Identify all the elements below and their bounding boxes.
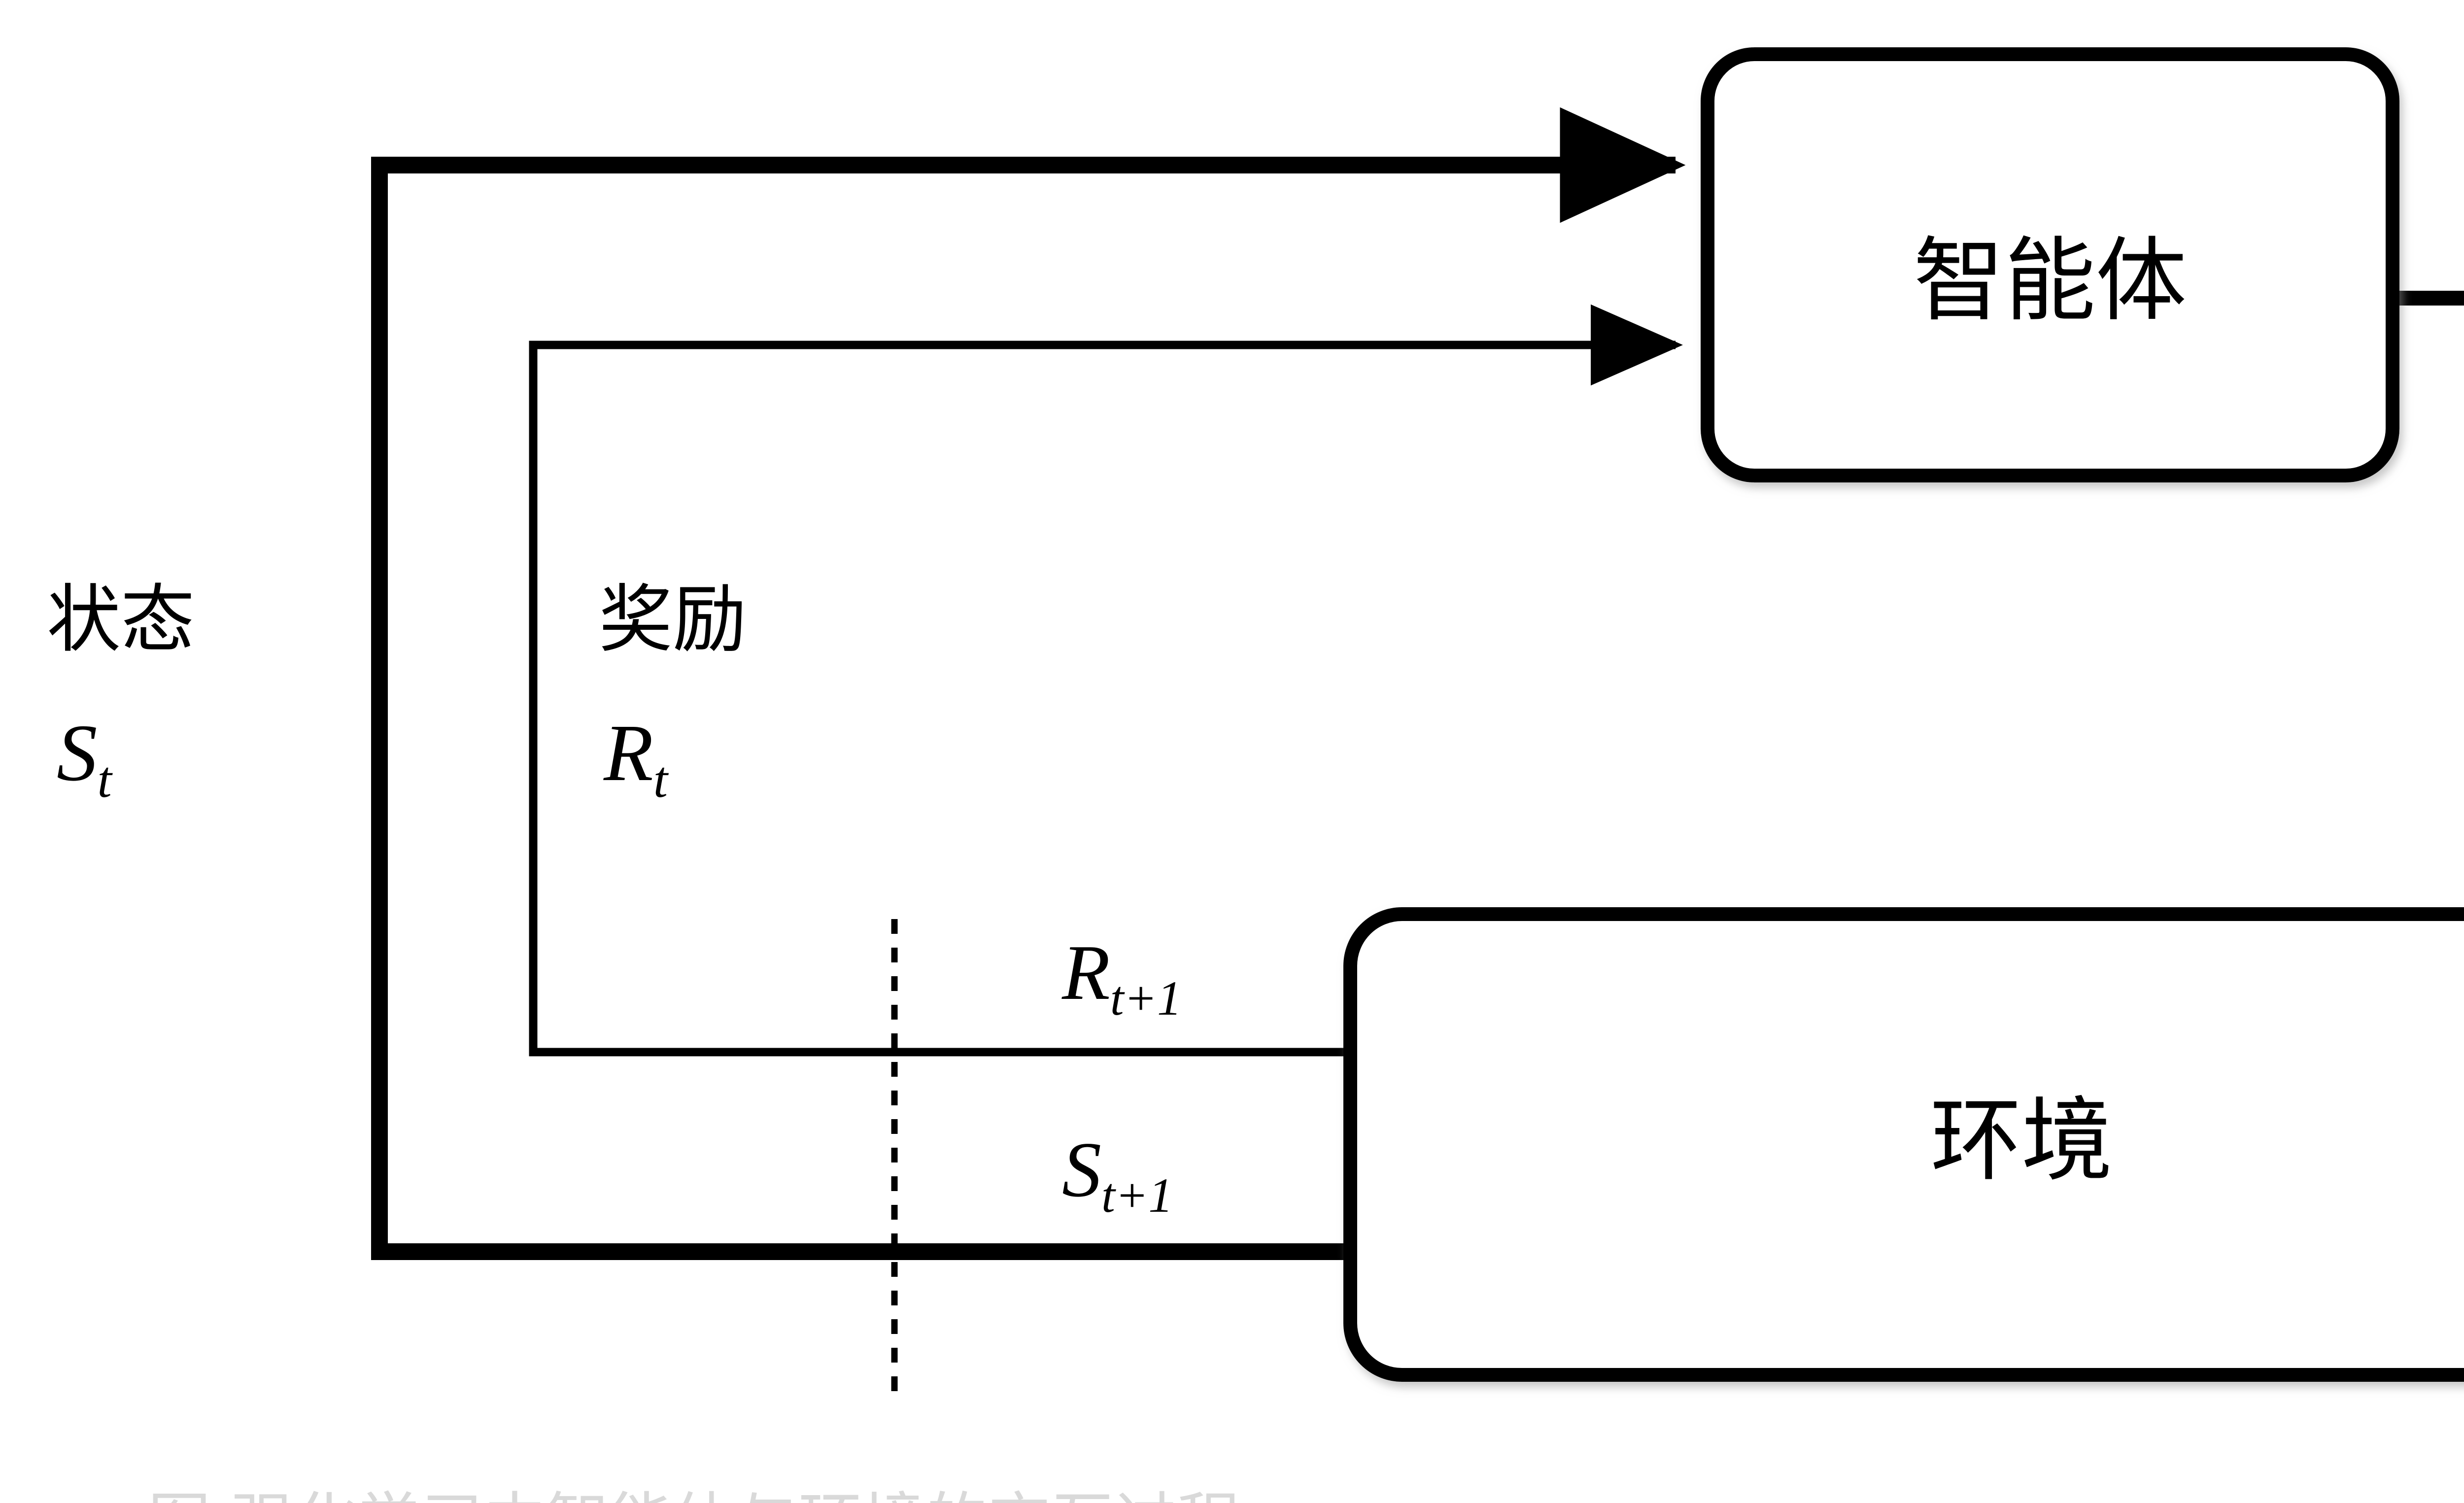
figure-caption: 图 强化学习中智能体与环境的交互过程 [148,1486,1240,1503]
agent-label: 智能体 [1914,227,2187,334]
reward-label-cn: 奖励 [599,577,747,663]
figure-caption-group: 图 强化学习中智能体与环境的交互过程 [148,1486,1240,1503]
state-next-subscript: t+1 [1101,1168,1173,1223]
state-label-cn: 状态 [47,577,195,663]
state-path-group [371,107,1686,1260]
reward-path-group [529,304,1683,1057]
state-next-symbol: St+1 [1062,1126,1173,1223]
state-symbol-base: S [57,708,98,798]
environment-node[interactable]: 环境 [1343,907,2464,1382]
state-next-label-group: St+1 [1062,1126,1173,1223]
environment-box[interactable] [1343,907,2464,1382]
agent-box[interactable] [1701,47,2399,482]
state-next-base: S [1062,1126,1101,1213]
reward-edge-line [529,304,1683,1057]
environment-label: 环境 [1930,1087,2113,1194]
state-symbol-subscript: t [98,751,113,808]
reward-next-symbol: Rt+1 [1061,928,1182,1025]
reward-next-label-group: Rt+1 [1061,928,1182,1025]
reward-symbol-base: R [603,708,653,798]
state-symbol: St [57,708,113,808]
state-edge-line [371,107,1686,1260]
reward-next-subscript: t+1 [1110,971,1182,1025]
reward-symbol: Rt [603,708,669,808]
reward-next-base: R [1061,928,1110,1016]
reward-label-group: 奖励 Rt [599,577,747,808]
reward-symbol-subscript: t [653,751,669,808]
state-label-group: 状态 St [47,577,195,808]
agent-node[interactable]: 智能体 [1701,47,2399,482]
